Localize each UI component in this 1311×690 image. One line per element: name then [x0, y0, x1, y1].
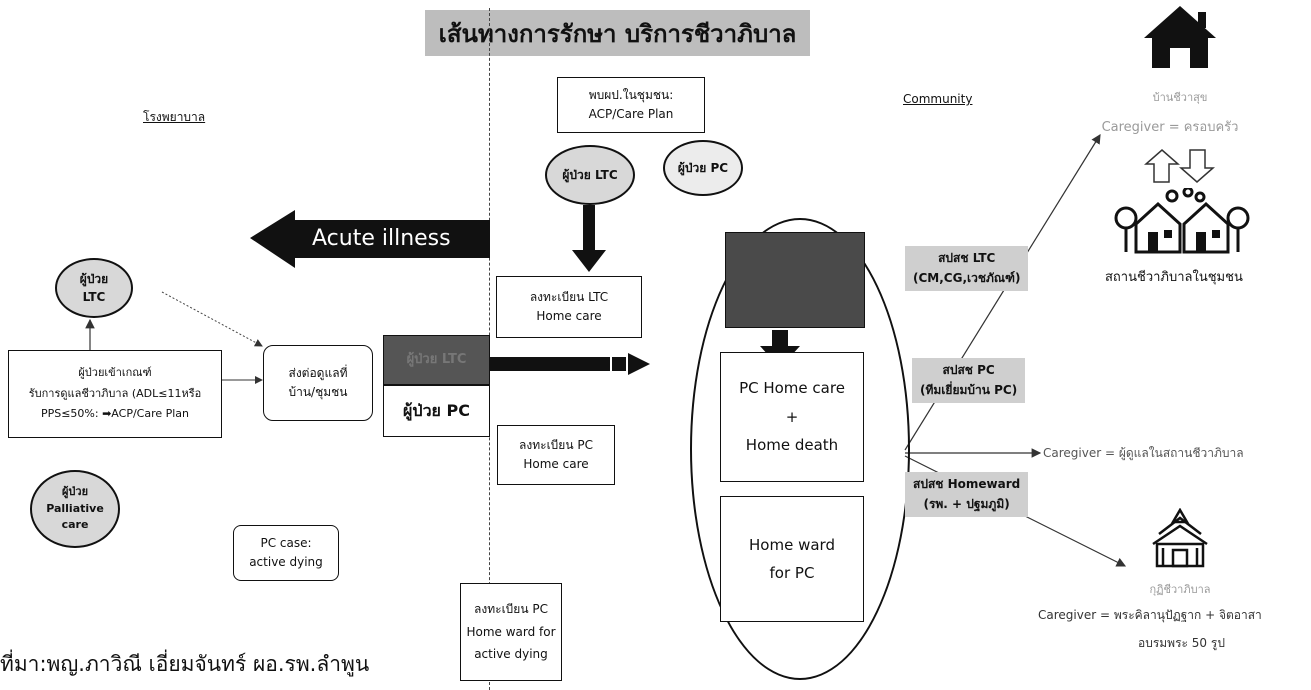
- patient-pc-box-label: ผู้ป่วย PC: [403, 401, 470, 421]
- register-ltc-line1: ลงทะเบียน LTC: [529, 289, 609, 304]
- hospital-label: โรงพยาบาล: [143, 110, 206, 124]
- temple-label: กุฏิชีวาภิบาล: [1149, 583, 1211, 596]
- community-center-icon: [1114, 188, 1250, 254]
- pc-case-line2: active dying: [249, 555, 323, 569]
- register-pc-ward-line2: Home ward for: [466, 624, 556, 639]
- monk-count-label: อบรมพระ 50 รูป: [1138, 636, 1225, 650]
- refer-line2: บ้าน/ชุมชน: [288, 385, 348, 399]
- pc-case-box: PC case: active dying: [233, 525, 339, 581]
- pc-home-care-box: PC Home care + Home death: [720, 352, 864, 482]
- dark-ltc-label: ผู้ป่วย LTC: [406, 351, 467, 367]
- nhso-ltc-line1: สปสช LTC: [938, 251, 996, 265]
- register-ltc-line2: Home care: [536, 309, 602, 323]
- community-label: Community: [903, 92, 973, 106]
- nhso-homeward-line2: (รพ. + ปฐมภูมิ): [923, 497, 1010, 512]
- community-center-label: สถานชีวาภิบาลในชุมชน: [1105, 270, 1243, 285]
- caregiver-family: Caregiver = ครอบครัว: [1101, 120, 1239, 135]
- home-label: บ้านชีวาสุข: [1152, 91, 1208, 104]
- criteria-line1: ผู้ป่วยเข้าเกณฑ์: [78, 365, 152, 379]
- register-pc-ward-box: ลงทะเบียน PC Home ward for active dying: [460, 583, 562, 681]
- home-ward-line1: Home ward: [749, 535, 835, 554]
- nhso-ltc-line2: (CM,CG,เวชภัณฑ์): [913, 271, 1021, 286]
- patient-ltc-left-line1: ผู้ป่วย: [79, 272, 109, 286]
- register-pc-ward-line1: ลงทะเบียน PC: [474, 601, 548, 616]
- acute-illness-arrow: [250, 210, 490, 268]
- long-arrow-shaft: [490, 357, 610, 371]
- home-ward-box: Home ward for PC: [720, 496, 864, 622]
- patient-ltc-left: ผู้ป่วย LTC: [55, 258, 133, 318]
- register-ltc-box: ลงทะเบียน LTC Home care: [496, 276, 642, 338]
- nhso-pc-line2: (ทีมเยี่ยมบ้าน PC): [920, 383, 1018, 398]
- acp-box-line1: พบผป.ในชุมชน:: [588, 87, 674, 102]
- patient-pc-box: ผู้ป่วย PC: [383, 385, 490, 437]
- nhso-pc-line1: สปสช PC: [942, 363, 995, 377]
- dark-pc-box: [725, 232, 865, 328]
- palliative-line1: ผู้ป่วย: [61, 485, 89, 499]
- source-credit: ที่มา:พญ.ภาวิณี เอี่ยมจันทร์ ผอ.รพ.ลำพูน: [0, 652, 370, 676]
- home-services-ellipse: [690, 218, 910, 680]
- criteria-line2: รับการดูแลชีวาภิบาล (ADL≤11หรือ: [28, 386, 202, 400]
- criteria-box: ผู้ป่วยเข้าเกณฑ์ รับการดูแลชีวาภิบาล (AD…: [8, 350, 222, 438]
- register-pc-box: ลงทะเบียน PC Home care: [497, 425, 615, 485]
- nhso-homeward-label: สปสช Homeward (รพ. + ปฐมภูมิ): [905, 472, 1029, 517]
- patient-pc-top: ผู้ป่วย PC: [663, 140, 743, 196]
- patient-pc-top-label: ผู้ป่วย PC: [677, 161, 729, 175]
- caregiver-center-label: Caregiver = ผู้ดูแลในสถานชีวาภิบาล: [1043, 446, 1244, 460]
- acp-care-plan-box: พบผป.ในชุมชน: ACP/Care Plan: [557, 77, 705, 133]
- home-ward-line2: for PC: [769, 564, 815, 582]
- house-icon: [1144, 6, 1216, 68]
- patient-palliative: ผู้ป่วย Palliative care: [30, 470, 120, 548]
- pc-case-line1: PC case:: [260, 535, 312, 550]
- refer-line1: ส่งต่อดูแลที่: [288, 365, 348, 380]
- nhso-ltc-label: สปสช LTC (CM,CG,เวชภัณฑ์): [905, 246, 1029, 291]
- nhso-homeward-line1: สปสช Homeward: [913, 477, 1021, 491]
- register-pc-line2: Home care: [523, 457, 589, 471]
- long-arrow-head: [628, 353, 650, 375]
- caregiver-monk-label: Caregiver = พระคิลานุปัฏฐาก + จิตอาสา: [1038, 608, 1262, 622]
- palliative-line3: care: [61, 518, 89, 532]
- patient-ltc-left-line2: LTC: [82, 290, 106, 304]
- dark-ltc-box: ผู้ป่วย LTC: [383, 335, 490, 385]
- pc-home-care-line2: +: [785, 407, 799, 426]
- register-pc-line1: ลงทะเบียน PC: [519, 437, 593, 452]
- pc-home-care-line1: PC Home care: [739, 379, 845, 398]
- temple-icon: [1152, 508, 1208, 568]
- nhso-pc-label: สปสช PC (ทีมเยี่ยมบ้าน PC): [912, 358, 1026, 403]
- patient-ltc-top: ผู้ป่วย LTC: [545, 145, 635, 205]
- pc-home-care-line3: Home death: [745, 436, 839, 455]
- criteria-line3: PPS≤50%: ➡ACP/Care Plan: [40, 407, 190, 421]
- refer-home-box: ส่งต่อดูแลที่ บ้าน/ชุมชน: [263, 345, 373, 421]
- acp-box-line2: ACP/Care Plan: [588, 107, 674, 121]
- palliative-line2: Palliative: [46, 501, 104, 515]
- acute-illness-label: Acute illness: [312, 226, 451, 251]
- down-arrow-ltc: [572, 205, 606, 272]
- register-pc-ward-line3: active dying: [474, 647, 548, 662]
- patient-ltc-top-label: ผู้ป่วย LTC: [562, 168, 618, 182]
